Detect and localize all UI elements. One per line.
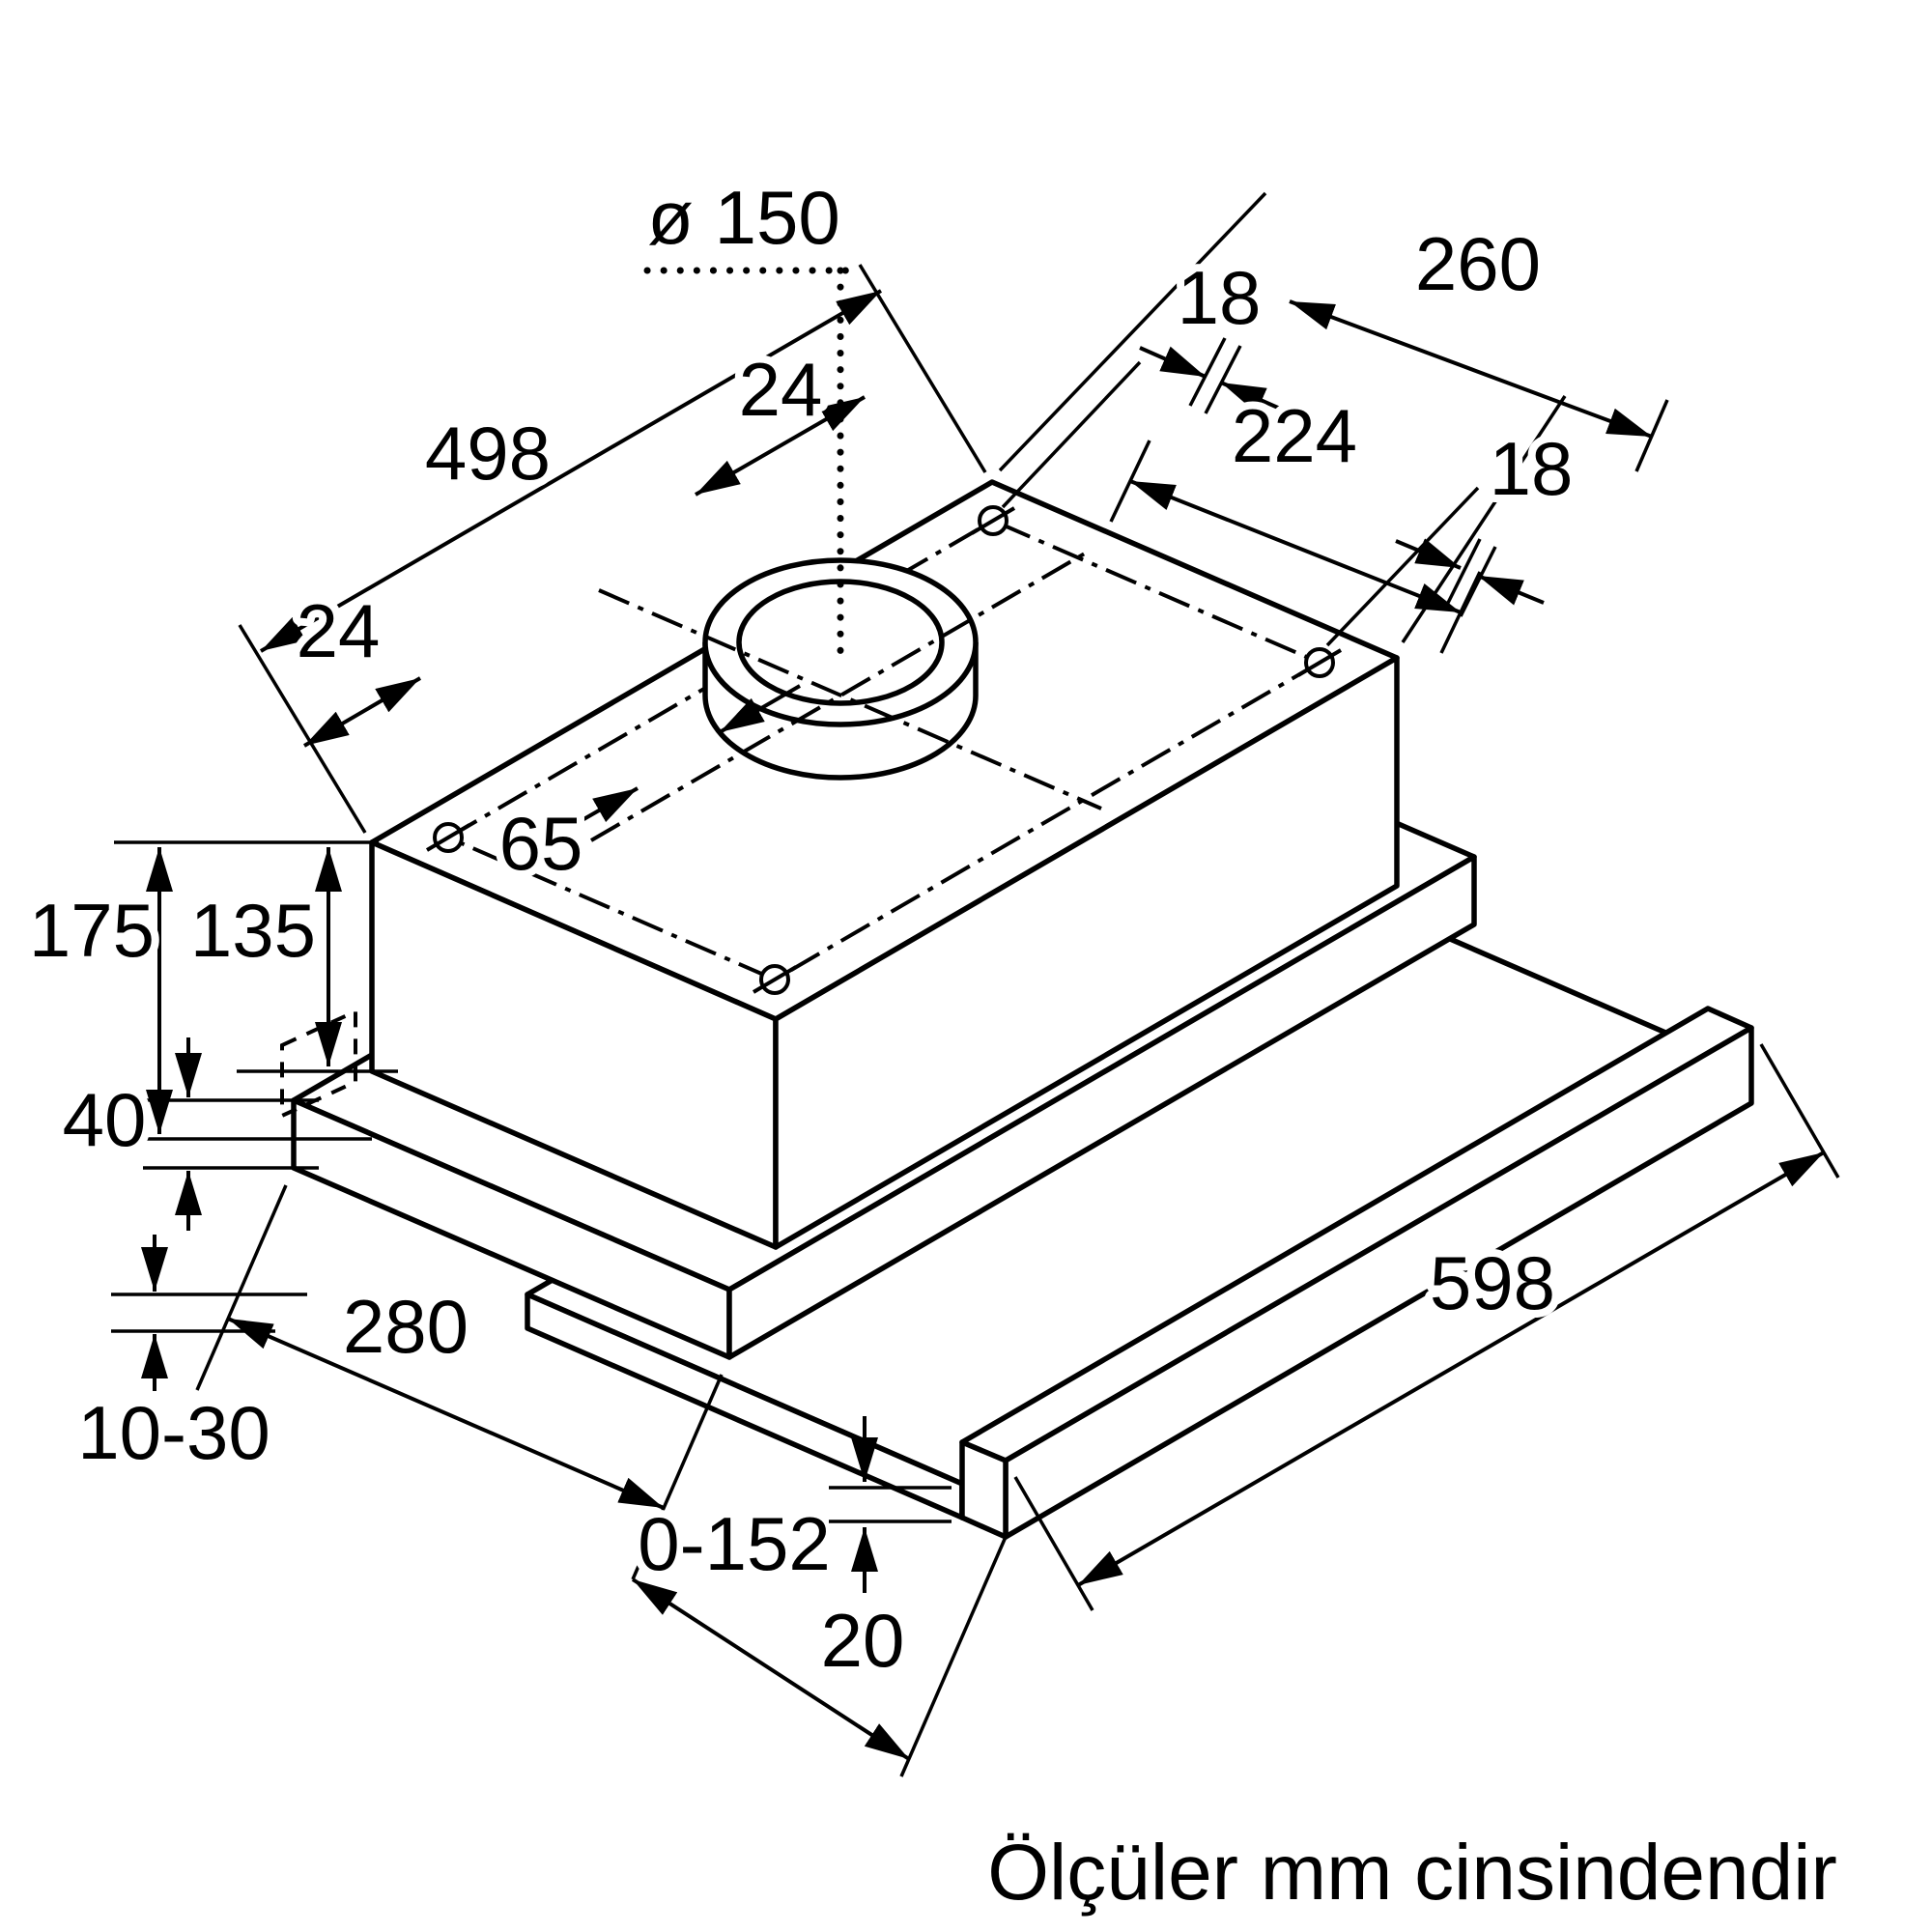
body-front-face — [773, 655, 1400, 1250]
dimension-line — [1129, 479, 1462, 614]
dim-height-base: 40 — [63, 1077, 147, 1162]
arrow-line — [1477, 574, 1545, 606]
tick — [1204, 345, 1242, 414]
dimension-line — [1289, 299, 1653, 439]
offset-left-dim: 24 — [289, 581, 422, 748]
extension-line — [1013, 1476, 1094, 1611]
duct-center-lines — [589, 549, 1102, 842]
dim-height-total: 175 — [29, 888, 155, 973]
arrow-line — [1395, 538, 1462, 570]
width-top-dim: 498 — [238, 264, 987, 834]
arrow-line — [1139, 346, 1207, 379]
height-body-dim: 135 — [183, 847, 398, 1073]
dim-width-top: 498 — [425, 411, 551, 496]
dim-depth-top: 260 — [1415, 221, 1541, 306]
extension-line — [238, 624, 367, 834]
duct-offset-dim: 65 — [492, 684, 802, 894]
extension-line — [858, 264, 987, 473]
tick — [1634, 399, 1669, 472]
dimension-line — [631, 1577, 911, 1761]
dimension-line — [695, 395, 866, 497]
dim-width-front: 598 — [1430, 1240, 1555, 1325]
extension-line — [899, 1536, 1008, 1777]
extension-line — [195, 1184, 288, 1391]
hole-spacing-dim: 224 — [1109, 385, 1482, 654]
dim-height-body: 135 — [190, 888, 316, 973]
dim-hole-spacing: 224 — [1232, 393, 1357, 478]
tick — [1459, 546, 1497, 617]
height-base-dim: 40 — [55, 1037, 319, 1231]
dim-offset-left: 24 — [297, 588, 381, 673]
depth-base-dim: 280 — [195, 1184, 724, 1580]
width-front-dim: 598 — [1013, 1043, 1840, 1611]
hole-slot — [425, 823, 471, 852]
panel-thickness-dim: 20 — [813, 1416, 952, 1690]
hole-slot — [1296, 648, 1343, 677]
hole-slot — [970, 506, 1016, 535]
dimension-line — [227, 1317, 665, 1510]
tick — [1443, 538, 1482, 610]
rear-left-dim: 18 — [1139, 247, 1288, 414]
center-line-width — [589, 549, 1092, 842]
offset-top-dim: 24 — [695, 339, 866, 497]
extension-line — [1001, 360, 1142, 509]
depth-top-dim: 260 — [1289, 213, 1669, 472]
tick — [1109, 440, 1151, 523]
dimension-line — [259, 289, 883, 653]
dimension-line — [302, 676, 422, 748]
visor-lip-left — [959, 1439, 1009, 1540]
dim-rear-left: 18 — [1178, 255, 1262, 340]
dim-panel-thickness: 20 — [821, 1598, 905, 1683]
arrow-line — [559, 786, 639, 835]
dim-rear-right: 18 — [1490, 426, 1574, 511]
units-caption: Ölçüler mm cinsindendir — [987, 1829, 1837, 1917]
dim-pullout-range: 0-152 — [638, 1501, 831, 1586]
dim-duct-offset: 65 — [499, 801, 583, 886]
height-total-dim: 175 — [21, 840, 379, 1141]
dim-gap-range: 10-30 — [77, 1390, 270, 1475]
mounting-holes — [425, 505, 1343, 995]
arrow-line — [718, 684, 802, 734]
arrow-line — [1220, 381, 1288, 413]
hidden-slider-outline — [280, 1008, 357, 1120]
duct-collar — [702, 557, 979, 781]
gap-range-dim: 10-30 — [70, 1235, 307, 1483]
pullout-range-dim: 0-152 — [630, 1493, 1008, 1777]
hole-slot — [752, 965, 798, 994]
extension-line — [998, 191, 1267, 472]
extension-line — [1759, 1043, 1840, 1179]
dim-duct-diameter: ø 150 — [647, 175, 839, 260]
rear-right-dim: 18 — [1395, 418, 1580, 617]
tick — [1439, 571, 1482, 654]
extension-line — [631, 1374, 724, 1580]
dimension-line — [1076, 1151, 1826, 1587]
dim-depth-base: 280 — [343, 1284, 469, 1369]
dim-offset-top: 24 — [739, 347, 823, 432]
chassis-front-face — [726, 854, 1477, 1360]
tick — [1188, 337, 1227, 407]
